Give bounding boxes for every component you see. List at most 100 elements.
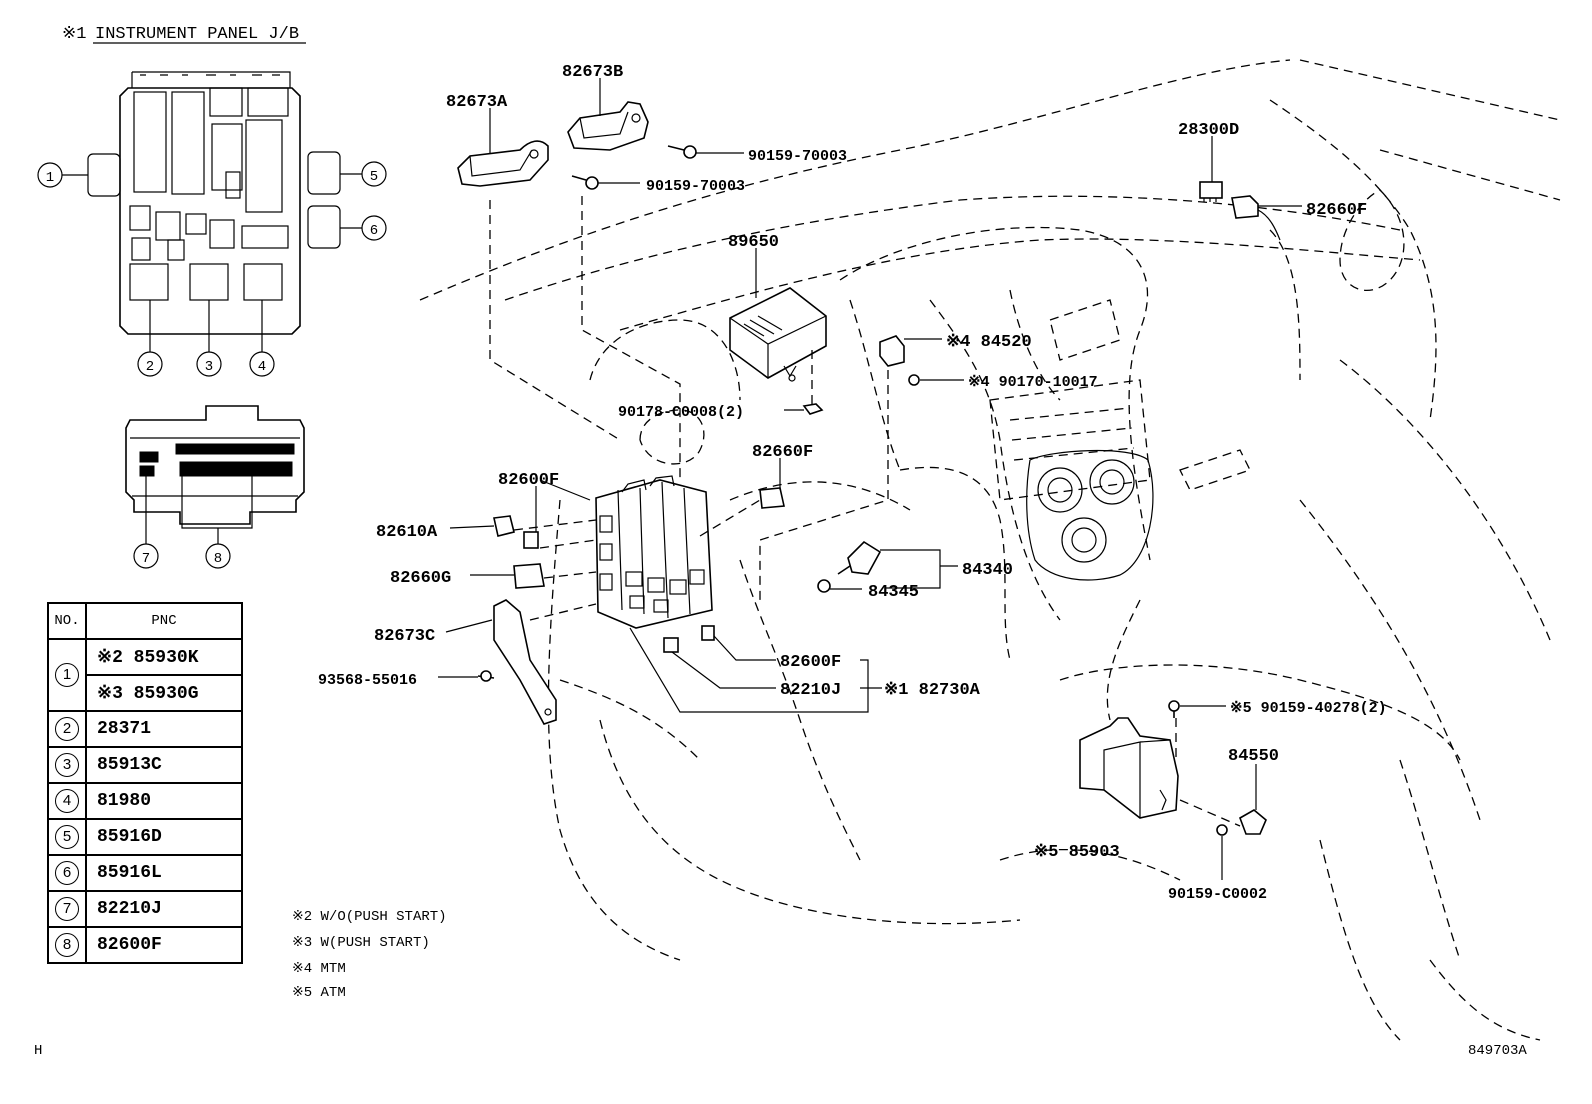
label-84520: ※4 84520	[946, 333, 1032, 352]
callout-5: 5	[361, 161, 387, 187]
label-84550: 84550	[1228, 747, 1279, 766]
callout-8: 8	[205, 543, 231, 569]
table-pnc-cell: 82210J	[85, 890, 243, 928]
callout-4: 4	[249, 351, 275, 377]
svg-text:7: 7	[142, 551, 150, 567]
table-callout-3: 3	[55, 753, 79, 777]
part-82673C-bracket	[493, 599, 557, 725]
table-row: 5 85916D	[47, 818, 243, 856]
label-93568-55016: 93568-55016	[318, 672, 417, 689]
pnc-table: NO. PNC 1 ※2 85930K ※3 85930G 2 28371 3 …	[47, 602, 243, 964]
figure-id: 849703A	[1468, 1043, 1527, 1059]
footer-left-code: H	[34, 1043, 42, 1059]
part-82660F-relay-b	[759, 487, 785, 509]
label-82210J: 82210J	[780, 681, 841, 700]
label-90159-C0002: 90159-C0002	[1168, 886, 1267, 903]
label-82673B: 82673B	[562, 63, 623, 82]
part-90159-70003-bolt-a	[667, 145, 697, 159]
label-82660F-b: 82660F	[752, 443, 813, 462]
part-90159-70003-bolt-b	[571, 175, 599, 190]
svg-text:6: 6	[370, 223, 378, 239]
table-pnc-cell: 81980	[85, 782, 243, 820]
label-leaders	[438, 78, 1302, 880]
dashboard-outline	[419, 59, 1561, 1041]
label-82600F-b: 82600F	[780, 653, 841, 672]
label-85903: ※5 85903	[1034, 843, 1120, 862]
table-callout-5: 5	[55, 825, 79, 849]
table-row: 7 82210J	[47, 890, 243, 928]
table-row: ※3 85930G	[48, 674, 243, 712]
junction-block-top-view	[87, 71, 341, 335]
svg-text:8: 8	[214, 551, 222, 567]
part-90159-C0002-bolt	[1216, 824, 1228, 836]
table-callout-1: 1	[55, 663, 79, 687]
junction-block-side-view	[125, 405, 305, 525]
svg-text:4: 4	[258, 359, 266, 375]
part-82210J-relay	[663, 637, 679, 653]
label-89650: 89650	[728, 233, 779, 252]
table-pnc-cell: 85913C	[85, 746, 243, 784]
table-callout-6: 6	[55, 861, 79, 885]
table-pnc-cell: 28371	[85, 710, 243, 748]
table-callout-4: 4	[55, 789, 79, 813]
table-callout-8: 8	[55, 933, 79, 957]
svg-text:5: 5	[370, 169, 378, 185]
label-90170-10017: ※4 90170-10017	[968, 374, 1098, 391]
table-row: 1 ※2 85930K	[47, 638, 243, 712]
note-5: ※5 ATM	[292, 985, 346, 1001]
part-85903-ecu	[1079, 717, 1179, 819]
note-4: ※4 MTM	[292, 961, 346, 977]
callout-3: 3	[196, 351, 222, 377]
table-pnc-cell: ※2 85930K	[85, 638, 243, 676]
label-82660F-a: 82660F	[1306, 201, 1367, 220]
part-28300D-relay	[1199, 181, 1223, 202]
part-84340-stop-switch	[837, 540, 882, 575]
table-row: 4 81980	[47, 782, 243, 820]
part-84345-nut	[817, 579, 831, 593]
installation-guide-lines	[489, 196, 1301, 827]
col-no-header: NO.	[47, 602, 87, 640]
label-90159-70003-a: 90159-70003	[748, 148, 847, 165]
jb-leaders	[62, 173, 362, 544]
part-82660F-connector-a	[1231, 195, 1281, 241]
part-90159-40278-screw	[1168, 700, 1180, 718]
part-82600F-fuse-a	[523, 531, 539, 549]
label-82660G: 82660G	[390, 569, 451, 588]
part-90170-10017-nut	[908, 374, 920, 386]
header-note-mark: ※1	[62, 25, 86, 44]
table-header-row: NO. PNC	[47, 602, 243, 640]
hvac-knobs	[1026, 449, 1154, 581]
col-pnc-header: PNC	[85, 602, 243, 640]
note-3: ※3 W(PUSH START)	[292, 935, 430, 951]
part-90178-C0008-clip	[802, 403, 824, 415]
label-28300D: 28300D	[1178, 121, 1239, 140]
label-84340: 84340	[962, 561, 1013, 580]
svg-text:3: 3	[205, 359, 213, 375]
label-82730A: ※1 82730A	[884, 681, 981, 700]
label-82600F-a: 82600F	[498, 471, 559, 490]
label-90159-70003-b: 90159-70003	[646, 178, 745, 195]
part-89650-ecu	[729, 287, 827, 382]
part-82673A-bracket	[457, 140, 549, 187]
svg-text:1: 1	[46, 170, 54, 186]
callout-2: 2	[137, 351, 163, 377]
part-82673B-bracket	[567, 101, 649, 151]
table-row: 8 82600F	[47, 926, 243, 964]
callout-1: 1	[37, 162, 63, 188]
part-82610A-fuse	[493, 515, 515, 537]
callout-7: 7	[133, 543, 159, 569]
label-82673C: 82673C	[374, 627, 435, 646]
table-callout-2: 2	[55, 717, 79, 741]
table-callout-7: 7	[55, 897, 79, 921]
svg-text:2: 2	[146, 359, 154, 375]
part-82660G-relay	[513, 563, 545, 589]
label-82610A: 82610A	[376, 523, 438, 542]
part-84550-switch	[1239, 809, 1267, 835]
label-90178-C0008: 90178-C0008(2)	[618, 404, 744, 421]
note-2: ※2 W/O(PUSH START)	[292, 909, 447, 925]
part-82730A-junction-block	[595, 475, 713, 629]
table-row: 3 85913C	[47, 746, 243, 784]
part-84520-switch	[879, 335, 905, 367]
